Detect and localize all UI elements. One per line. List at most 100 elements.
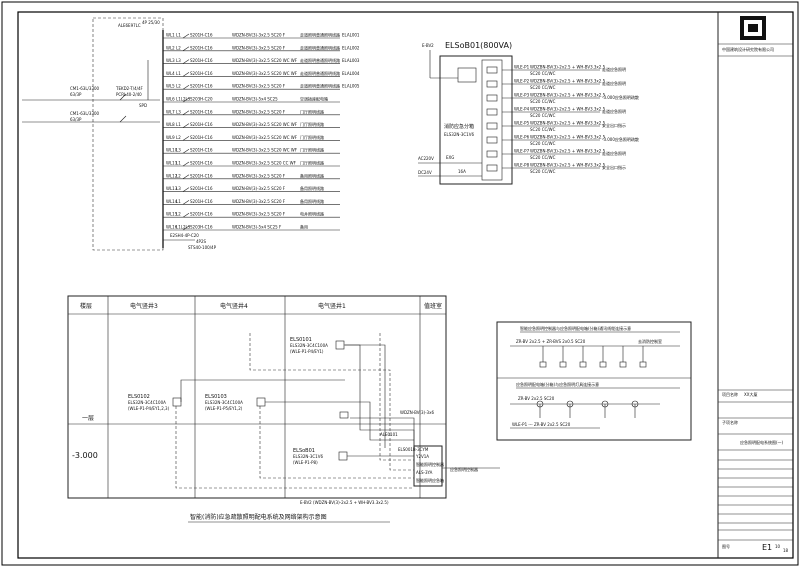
eps-relay-sub: 16A	[458, 169, 466, 174]
legend-frame	[496, 321, 692, 441]
eps-box-label: 消防应急分箱	[444, 123, 474, 130]
eps-output-breaker	[486, 80, 498, 88]
circuit-breaker: S201H-C16	[190, 161, 213, 166]
eps-output-load: 走道应急照明	[602, 150, 626, 156]
circuit-breaker: S201H-C16	[190, 186, 213, 191]
box-0103-model: ELS32N-3C4C100A	[205, 400, 243, 405]
drawing-no: E1	[762, 543, 772, 552]
eps-box-outline	[439, 55, 513, 185]
eps-title: ELSoB01(800VA)	[445, 41, 512, 50]
circuit-id: ELAL001	[342, 33, 360, 38]
circuit-load: 备用	[300, 224, 308, 230]
ale-label: ALE0101	[380, 432, 398, 437]
eps-output-load: 走道应急照明	[602, 80, 626, 86]
circuit-switch	[182, 161, 190, 167]
eps-output-pipe: SC20 CC/WC	[530, 113, 556, 118]
circuit-switch	[182, 59, 190, 64]
eps-relay: EXG	[446, 155, 454, 160]
bottom-switch-sub2: STS40-100/4P	[188, 245, 217, 250]
circuit-phase: L1	[176, 122, 181, 127]
legend-top-devices	[539, 346, 647, 368]
circuit-breaker: S203H-C20	[190, 97, 213, 102]
circuit-phase: L1	[176, 199, 181, 204]
legend-bottom-cable-2: WLE-P1 --- ZR-BV 2x2.5 SC20	[512, 422, 571, 427]
circuit-switch	[182, 148, 190, 154]
eps-output-no: WLE-P7	[514, 149, 530, 154]
eps-output-cable: WDZBN-BV(3)-2x2.5 + WH-BV3.3x2.5	[530, 93, 606, 98]
feeder-label: WDZN-BV(3)-3x6	[400, 410, 434, 415]
circuit-breaker: S203H-C16	[190, 225, 213, 230]
circuit-no: WL10	[166, 148, 178, 153]
circuit-breaker: S201H-C16	[190, 135, 213, 140]
circuit-load: 门厅照明线路	[300, 147, 324, 153]
legend-bottom-lamps	[536, 400, 639, 418]
circuit-no: WL15	[166, 212, 178, 217]
circuit-cable: WDZN-BV(3)-3x2.5 SC20 F	[232, 84, 286, 89]
eps-box-model: ELS32N-3C1V6	[444, 132, 474, 137]
circuit-no: WL13	[166, 186, 178, 191]
feeder-b-switch	[119, 115, 127, 123]
inner-frame	[17, 11, 794, 559]
box-bottom-label: 智能照明应急箱	[416, 477, 444, 483]
circuit-switch	[182, 110, 190, 116]
riser-bottom-cable: E-BV2 (WDZN-BV(3)-2x2.5 + WH-BV3.3x2.5)	[300, 500, 389, 505]
drawing-no-label: 图号	[722, 543, 730, 549]
feeder-a-cable-sub: 63/3P	[70, 92, 82, 97]
circuit-load: 备用照明线路	[300, 172, 324, 178]
riser-header-duty-room: 值班室	[424, 302, 442, 310]
legend-top-cable: ZR-BV 2x2.5 + ZR-BVS 2x0.5 SC20	[516, 339, 586, 344]
controller-box	[413, 445, 443, 487]
box-0102-ckt: (WLE-P1-P4/EY1,2,3)	[128, 406, 170, 411]
comm-wire-0101	[249, 333, 414, 471]
eps-output-cable: WDZBN-BV(3)-2x2.5 + WH-BV3.3x2.5	[530, 65, 606, 70]
circuit-no: WL5	[166, 84, 175, 89]
riser-header-floor: 楼层	[80, 302, 92, 310]
comm-wire-0102	[175, 406, 414, 489]
circuit-id: ELAL002	[342, 45, 360, 50]
circuit-phase: L1	[176, 33, 181, 38]
wire-0102-a	[180, 379, 345, 402]
eps-output-no: WLE-P8	[514, 163, 530, 168]
eps-output-no: WLE-P2	[514, 79, 530, 84]
eps-output-cable: WDZBN-BV(3)-2x2.5 + WH-BV3.3x2.5	[530, 135, 606, 140]
circuit-id: ELAL005	[342, 84, 360, 89]
circuit-cable: WDZN-BV(3)-3x2.5 SC20 F	[232, 199, 286, 204]
circuit-switch	[182, 97, 190, 103]
box-0101-ckt: (WLE-P1-P4/EY1)	[290, 349, 324, 354]
circuit-switch	[182, 187, 190, 192]
eps-output-load: -3.000应急照明疏散	[602, 94, 639, 100]
eps-output-load: 走道应急照明	[602, 66, 626, 72]
eps-inner-bus	[481, 59, 503, 181]
riser-table-frame	[67, 295, 447, 499]
box-ob01-ckt: (WLE-P1-P8)	[293, 460, 318, 465]
eps-output-breaker	[486, 122, 498, 130]
circuit-load: 备用照明线路	[300, 185, 324, 191]
circuit-switch	[182, 46, 190, 52]
circuit-phase: L2	[176, 173, 181, 178]
wire-0101-b	[345, 344, 386, 448]
eps-output-breaker	[486, 150, 498, 158]
main-distribution-panel: ALE6E97LC 4P 25/30 CM1-63L/3300 63/3P TE…	[22, 17, 360, 251]
circuit-load: 门厅照明线路	[300, 121, 324, 127]
feeder-a-switch	[119, 93, 127, 101]
legend-bottom-title: 应急照明配电箱(分箱)与应急照明灯具连接示意	[516, 381, 599, 387]
feeder-a-cable: CM1-63L/3300	[70, 86, 100, 91]
legend-box: 智能应急照明控制器与应急照明配电箱(分箱)通讯线缆连接示意 ZR-BV 2x2.…	[496, 321, 692, 441]
eps-output-load: 安全出口指示	[602, 164, 626, 170]
project-label: 项目名称	[722, 391, 738, 397]
circuit-phase: L2	[176, 45, 181, 50]
box-0101-model: ELS32N-3C4C100A	[290, 343, 328, 348]
circuit-no: WL4	[166, 71, 175, 76]
circuit-no: WL8	[166, 122, 175, 127]
eps-output-load: 走道应急照明	[602, 108, 626, 114]
circuit-breaker: S201H-C16	[190, 109, 213, 114]
circuit-no: WL16	[166, 225, 178, 230]
drawing-title: 应急照明配电系统图(一)	[740, 439, 784, 445]
eps-output-breaker	[486, 136, 498, 144]
legend-top-title: 智能应急照明控制器与应急照明配电箱(分箱)通讯线缆连接示意	[520, 325, 631, 331]
circuit-id: ELAL004	[342, 71, 360, 76]
company-name: 中国建筑设计研究院有限公司	[722, 46, 774, 52]
project-name: XX大厦	[744, 391, 757, 397]
circuit-breaker: S201H-C16	[190, 33, 213, 38]
